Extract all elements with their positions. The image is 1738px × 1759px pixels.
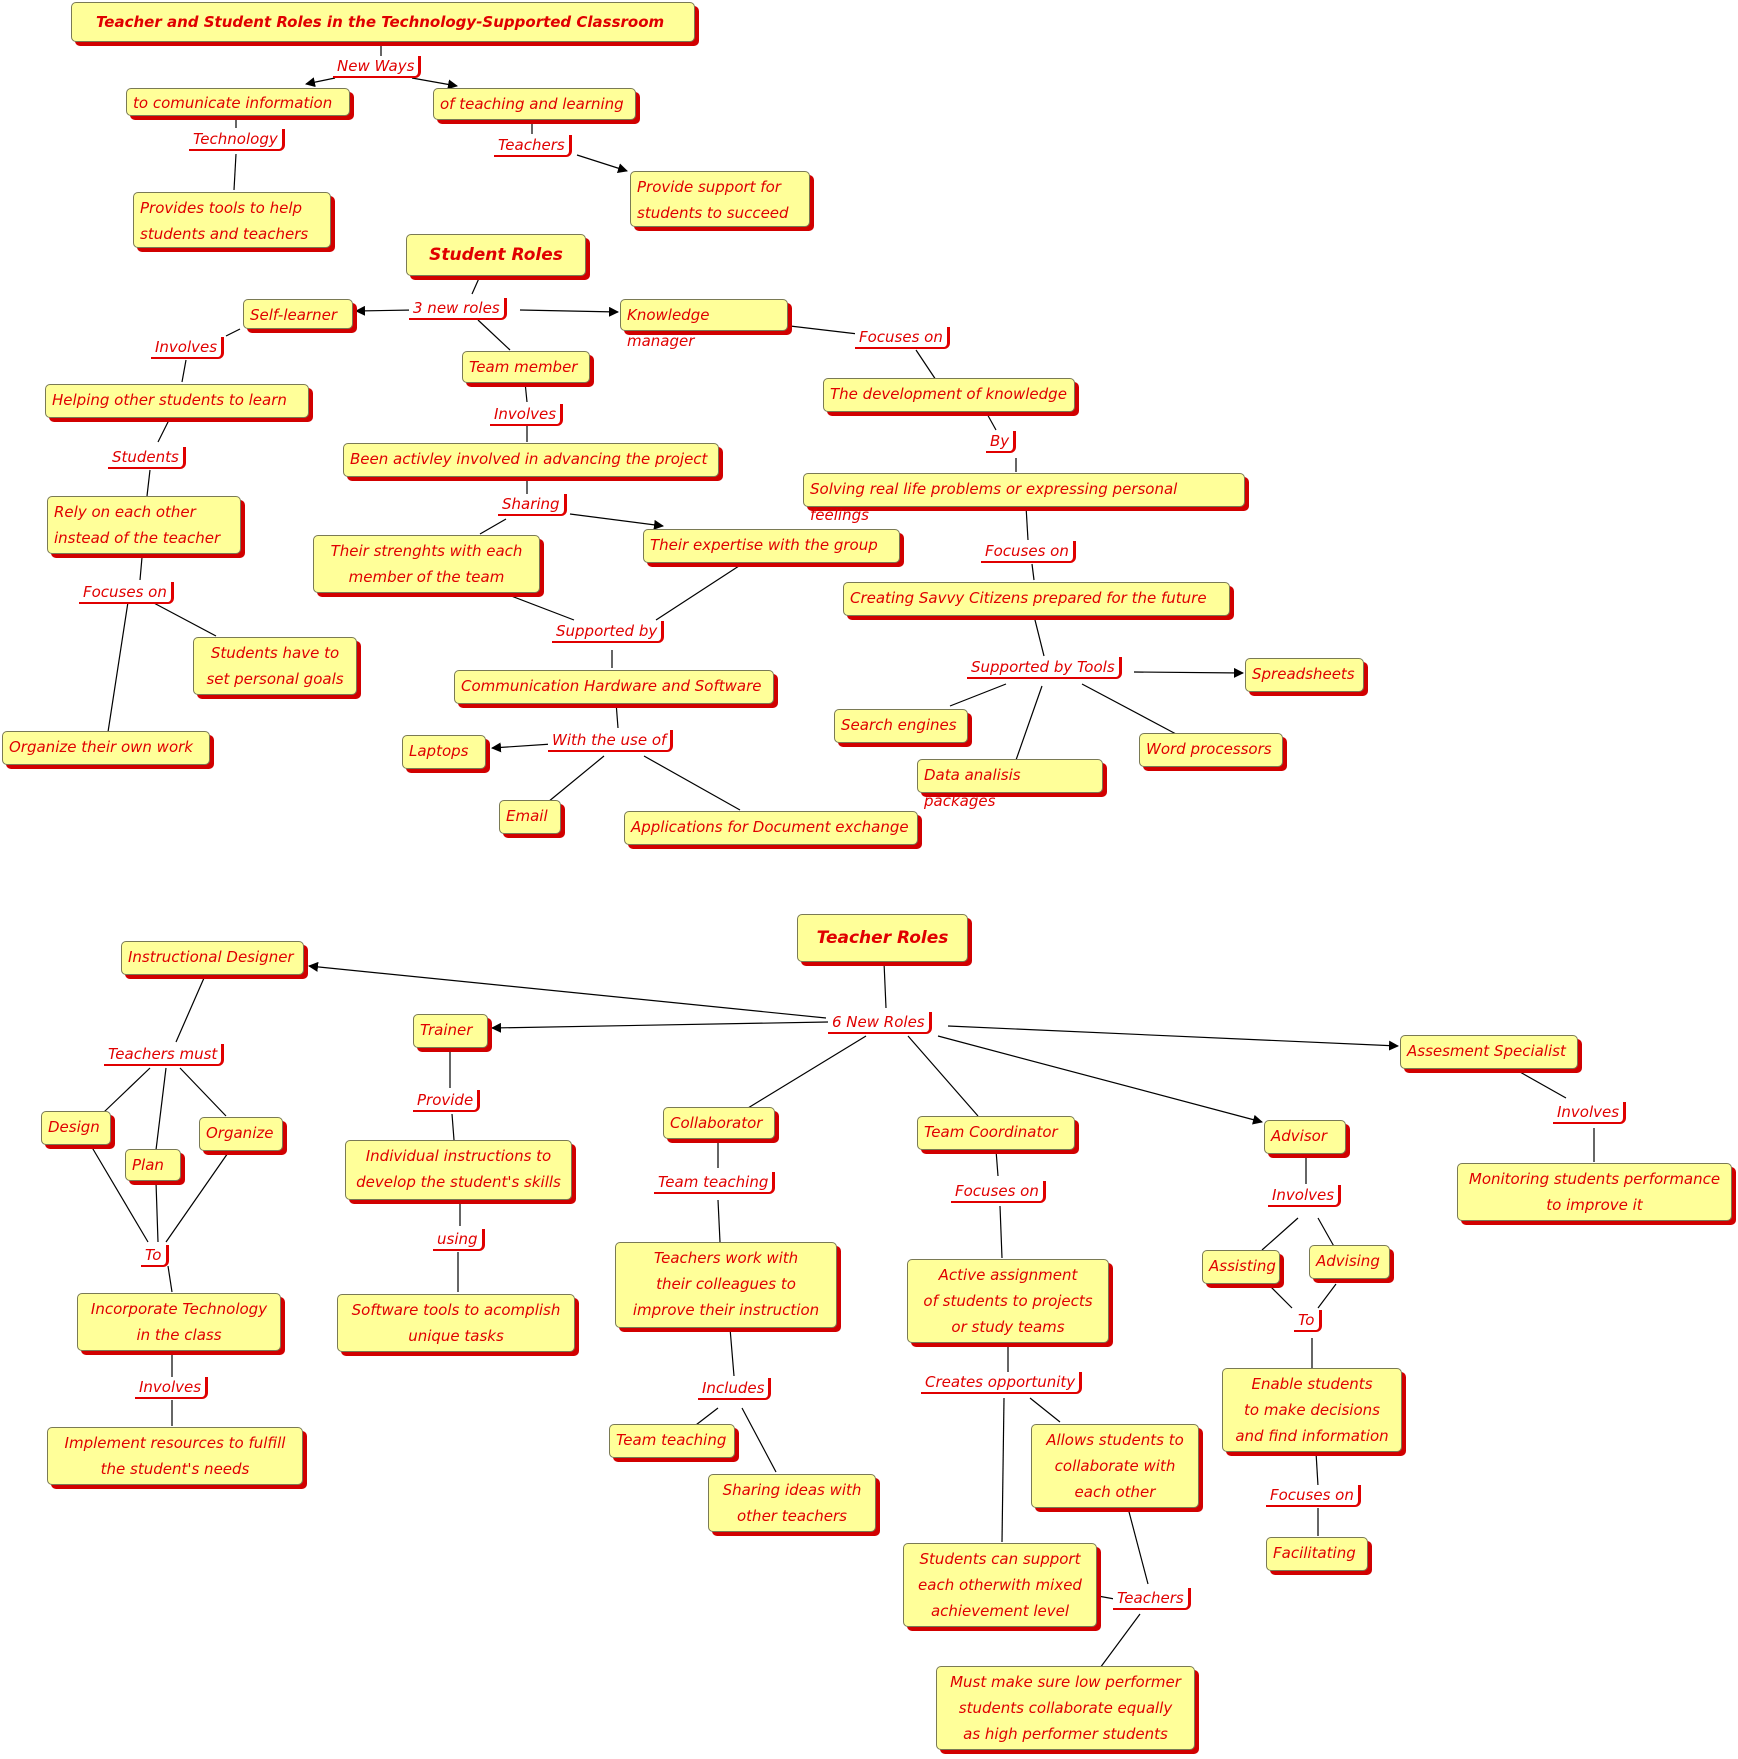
- node-low-performer: Must make sure low performer students co…: [936, 1666, 1195, 1750]
- node-comm-hw-sw: Communication Hardware and Software: [454, 670, 774, 704]
- node-knowledge-manager: Knowledge manager: [620, 299, 788, 350]
- node-assisting: Assisting: [1202, 1250, 1280, 1284]
- label-with-the-use-of: With the use of: [548, 730, 674, 752]
- node-laptops: Laptops: [402, 735, 486, 769]
- node-monitoring: Monitoring students performance to impro…: [1457, 1163, 1732, 1221]
- node-expertise: Their expertise with the group: [643, 529, 900, 563]
- label-to-advisor: To: [1294, 1310, 1322, 1332]
- node-advising: Advising: [1309, 1245, 1390, 1279]
- label-sharing: Sharing: [498, 494, 567, 516]
- node-enable-students: Enable students to make decisions and fi…: [1222, 1368, 1402, 1452]
- label-focuses-on-km: Focuses on: [855, 327, 950, 349]
- node-self-learner: Self-learner: [243, 299, 353, 329]
- node-student-roles: Student Roles: [406, 234, 586, 276]
- label-students: Students: [108, 447, 186, 469]
- label-teachers-top: Teachers: [494, 135, 572, 157]
- node-assessment-specialist: Assesment Specialist: [1400, 1035, 1578, 1069]
- node-instructional-designer: Instructional Designer: [121, 941, 304, 975]
- node-incorporate-technology: Incorporate Technology in the class: [77, 1293, 281, 1351]
- label-6-new-roles: 6 New Roles: [828, 1012, 932, 1034]
- node-design: Design: [41, 1111, 111, 1145]
- label-by: By: [986, 431, 1017, 453]
- node-development-knowledge: The development of knowledge: [823, 378, 1075, 412]
- node-facilitating: Facilitating: [1266, 1537, 1368, 1571]
- label-technology: Technology: [189, 129, 285, 151]
- node-teachers-colleagues: Teachers work with their colleagues to i…: [615, 1242, 837, 1328]
- label-teachers-coordinator: Teachers: [1113, 1588, 1191, 1610]
- node-spreadsheets: Spreadsheets: [1245, 658, 1364, 692]
- node-collaborator: Collaborator: [663, 1107, 775, 1139]
- label-involves-designer: Involves: [135, 1377, 209, 1399]
- label-creates-opportunity: Creates opportunity: [921, 1372, 1083, 1394]
- label-supported-by: Supported by: [552, 621, 665, 643]
- label-involves-advisor: Involves: [1268, 1185, 1342, 1207]
- label-focuses-on-self: Focuses on: [79, 582, 174, 604]
- label-involves-self: Involves: [151, 337, 225, 359]
- label-focuses-on-advisor: Focuses on: [1266, 1485, 1361, 1507]
- node-implement-resources: Implement resources to fulfill the stude…: [47, 1427, 303, 1485]
- label-team-teaching: Team teaching: [654, 1172, 776, 1194]
- node-team-member: Team member: [462, 351, 590, 383]
- node-communicate-information: to comunicate information: [126, 88, 350, 116]
- node-strengths: Their strenghts with each member of the …: [313, 535, 540, 593]
- node-data-analysis: Data analisis packages: [917, 759, 1103, 810]
- label-to-designer: To: [141, 1245, 169, 1267]
- node-provides-tools: Provides tools to help students and teac…: [133, 192, 331, 248]
- node-teacher-roles: Teacher Roles: [797, 914, 968, 962]
- node-individual-instructions: Individual instructions to develop the s…: [345, 1140, 572, 1200]
- label-focuses-on-solving: Focuses on: [981, 541, 1076, 563]
- label-provide: Provide: [413, 1090, 481, 1112]
- node-active-assignment: Active assignment of students to project…: [907, 1259, 1109, 1343]
- node-word-processors: Word processors: [1139, 733, 1283, 767]
- node-software-tools: Software tools to acomplish unique tasks: [337, 1294, 575, 1352]
- node-rely-on-each-other: Rely on each other instead of the teache…: [47, 496, 241, 554]
- label-focuses-on-coordinator: Focuses on: [951, 1181, 1046, 1203]
- node-plan: Plan: [125, 1149, 181, 1181]
- node-savvy-citizens: Creating Savvy Citizens prepared for the…: [843, 582, 1230, 616]
- label-new-ways: New Ways: [333, 56, 422, 78]
- node-email: Email: [499, 800, 561, 834]
- node-team-coordinator: Team Coordinator: [917, 1116, 1075, 1150]
- node-teaching-learning: of teaching and learning: [433, 88, 636, 120]
- node-involved-project: Been activley involved in advancing the …: [343, 443, 719, 477]
- node-organize-work: Organize their own work: [2, 731, 210, 765]
- label-includes: Includes: [698, 1378, 772, 1400]
- label-involves-team: Involves: [490, 404, 564, 426]
- node-sharing-ideas: Sharing ideas with other teachers: [708, 1474, 876, 1532]
- node-solving-problems: Solving real life problems or expressing…: [803, 473, 1245, 524]
- label-teachers-must: Teachers must: [104, 1044, 225, 1066]
- label-using: using: [433, 1229, 485, 1251]
- node-personal-goals: Students have to set personal goals: [193, 637, 357, 695]
- label-involves-assessment: Involves: [1553, 1102, 1627, 1124]
- node-allows-collaborate: Allows students to collaborate with each…: [1031, 1424, 1199, 1508]
- node-organize: Organize: [199, 1117, 283, 1151]
- diagram-title: Teacher and Student Roles in the Technol…: [71, 2, 695, 42]
- node-trainer: Trainer: [413, 1014, 488, 1048]
- node-helping-others: Helping other students to learn: [45, 384, 309, 418]
- node-search-engines: Search engines: [834, 709, 968, 743]
- label-3-new-roles: 3 new roles: [409, 298, 507, 320]
- node-doc-exchange: Applications for Document exchange: [624, 811, 918, 845]
- node-support-mixed: Students can support each otherwith mixe…: [903, 1543, 1097, 1627]
- node-provide-support: Provide support for students to succeed: [630, 171, 810, 227]
- node-advisor: Advisor: [1264, 1120, 1346, 1154]
- node-team-teaching: Team teaching: [609, 1424, 735, 1458]
- label-supported-by-tools: Supported by Tools: [967, 657, 1122, 679]
